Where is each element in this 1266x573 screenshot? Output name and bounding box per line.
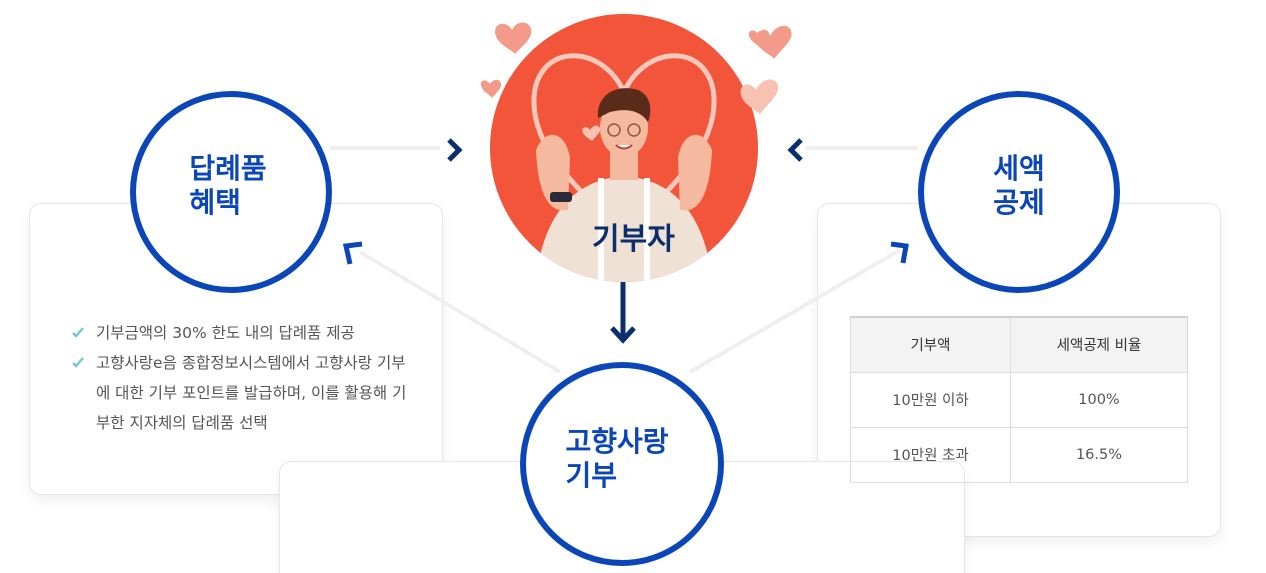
table-header-cell: 세액공제 비율: [1009, 316, 1189, 373]
suspender-left: [598, 178, 604, 282]
list-item-text: 고향사랑e음 종합정보시스템에서 고향사랑 기부에 대한 기부 포인트를 발급하…: [96, 354, 407, 432]
list-item: 고향사랑e음 종합정보시스템에서 고향사랑 기부에 대한 기부 포인트를 발급하…: [72, 348, 412, 438]
arrow-left-icon: [787, 138, 803, 162]
connector-lines: [330, 146, 918, 374]
hometown-donation-circle: 고향사랑 기부: [520, 362, 724, 566]
arrow-up-right-icon: [890, 241, 909, 264]
check-icon: [72, 327, 84, 338]
heart-icon: [480, 79, 502, 98]
shirt: [534, 176, 714, 282]
heart-icon: [495, 22, 532, 54]
list-item-text: 기부금액의 30% 한도 내의 답례품 제공: [96, 324, 355, 342]
table-cell: 10만원 이하: [850, 371, 1011, 428]
heart-icon: [755, 25, 792, 59]
left-hand: [536, 134, 570, 211]
line-hometown-to-gift: [358, 250, 562, 374]
gift-benefit-label: 답례품 혜택: [189, 152, 267, 219]
heart-icon: [582, 125, 601, 141]
arrow-down-icon: [610, 326, 636, 344]
tax-credit-circle: 세액 공제: [918, 91, 1120, 293]
line-hometown-to-tax: [688, 248, 902, 374]
heart-icon: [740, 79, 779, 114]
table-cell: 100%: [1009, 371, 1189, 428]
right-hand: [678, 134, 712, 211]
table-cell: 16.5%: [1009, 426, 1189, 483]
donor-label: 기부자: [592, 222, 675, 257]
check-icon: [72, 357, 84, 368]
face: [600, 99, 648, 157]
suspender-right: [644, 178, 650, 282]
hometown-donation-label: 고향사랑 기부: [565, 425, 669, 492]
hair: [597, 88, 651, 122]
table-cell: 10만원 초과: [850, 426, 1011, 483]
gift-benefit-list: 기부금액의 30% 한도 내의 답례품 제공 고향사랑e음 종합정보시스템에서 …: [72, 318, 412, 438]
table-header-row: 기부액 세액공제 비율: [850, 316, 1189, 373]
arrow-right-icon: [447, 138, 463, 162]
tax-credit-table: 기부액 세액공제 비율 10만원 이하 100% 10만원 초과 16.5%: [850, 316, 1189, 483]
table-header-cell: 기부액: [850, 316, 1011, 373]
tax-credit-label: 세액 공제: [993, 152, 1045, 219]
table-row: 10만원 초과 16.5%: [850, 426, 1189, 483]
list-item: 기부금액의 30% 한도 내의 답례품 제공: [72, 318, 412, 348]
table-row: 10만원 이하 100%: [850, 371, 1189, 428]
gift-benefit-circle: 답례품 혜택: [130, 91, 332, 293]
donor-illustration: [480, 14, 792, 282]
watch: [550, 192, 572, 202]
arrow-up-left-icon: [342, 241, 363, 265]
